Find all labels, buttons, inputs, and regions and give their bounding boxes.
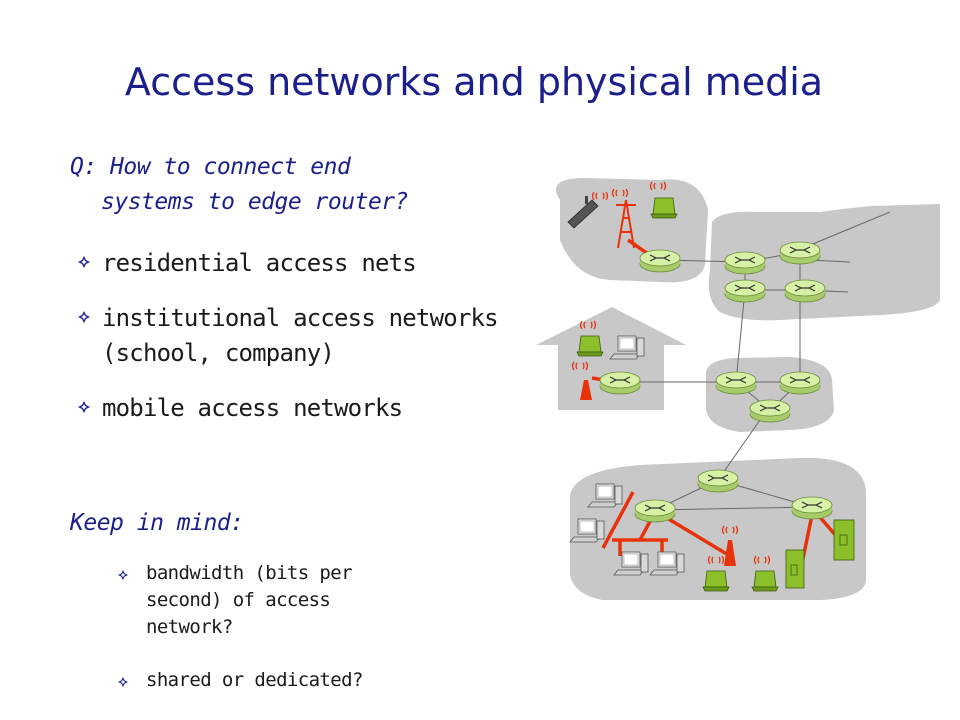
bullet-diamond-icon	[78, 311, 90, 323]
question-line-1: Q: How to connect end	[70, 154, 351, 180]
sub-bullet-item: bandwidth (bits per second) of access ne…	[118, 560, 418, 641]
router-icon	[634, 499, 676, 523]
router-icon	[599, 371, 641, 395]
sub-bullet-text: shared or dedicated?	[146, 669, 363, 691]
router-icon	[749, 399, 791, 423]
router-icon	[639, 249, 681, 273]
cell-tower-icon	[616, 199, 636, 249]
router-icon	[697, 469, 739, 493]
question-text: Q: How to connect end systems to edge ro…	[70, 150, 510, 220]
question-line-2: systems to edge router?	[101, 189, 409, 215]
bullet-diamond-icon	[78, 256, 90, 268]
bullet-text: residential access nets	[102, 249, 417, 277]
laptop-icon	[576, 335, 604, 357]
wireless-access-point-icon	[580, 380, 592, 400]
router-icon	[779, 371, 821, 395]
slide-title: Access networks and physical media	[124, 60, 824, 104]
router-icon	[724, 279, 766, 303]
router-icon	[791, 496, 833, 520]
router-icon	[784, 279, 826, 303]
router-icon	[715, 371, 757, 395]
router-icon	[779, 241, 821, 265]
server-icon	[785, 549, 805, 589]
bullet-diamond-icon	[118, 677, 128, 687]
sub-bullet-list: bandwidth (bits per second) of access ne…	[118, 560, 418, 720]
network-diagram	[536, 178, 940, 600]
sub-bullet-text: bandwidth (bits per second) of access ne…	[146, 562, 353, 638]
bullet-item: mobile access networks	[78, 391, 498, 426]
keep-in-mind-heading: Keep in mind:	[70, 510, 244, 536]
bullet-list: residential access nets institutional ac…	[78, 246, 499, 446]
bullet-item: residential access nets	[78, 246, 498, 281]
bullet-item: institutional access networks (school, c…	[78, 301, 499, 371]
router-icon	[724, 251, 766, 275]
server-icon	[833, 519, 855, 561]
bullet-text: institutional access networks (school, c…	[102, 304, 499, 367]
laptop-icon	[650, 197, 678, 219]
laptop-icon	[751, 570, 779, 592]
bullet-diamond-icon	[118, 570, 128, 580]
bullet-diamond-icon	[78, 401, 90, 413]
bullet-text: mobile access networks	[102, 394, 403, 422]
cellphone-icon	[567, 196, 599, 229]
global-isp-cloud	[708, 204, 940, 321]
sub-bullet-item: shared or dedicated?	[118, 667, 418, 694]
laptop-icon	[702, 570, 730, 592]
wireless-access-point-icon	[724, 540, 736, 566]
